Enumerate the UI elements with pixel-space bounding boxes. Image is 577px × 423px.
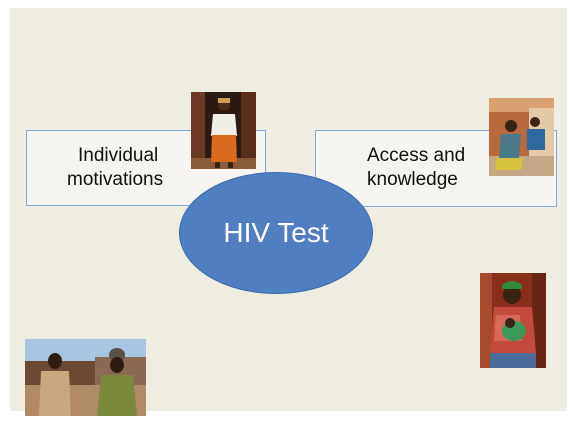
right-box-line-1: Access and bbox=[367, 145, 466, 166]
left-box-line-2: motivations bbox=[67, 169, 164, 190]
hiv-test-ellipse: HIV Test bbox=[179, 172, 373, 294]
woman-standing-photo bbox=[191, 92, 256, 169]
couple-photo bbox=[25, 339, 146, 416]
women-seated-photo bbox=[489, 98, 554, 176]
hiv-test-label: HIV Test bbox=[223, 217, 329, 248]
slide: Individual motivations Access and knowle… bbox=[10, 8, 567, 416]
left-box-line-1: Individual bbox=[78, 145, 159, 166]
woman-with-child-photo bbox=[480, 273, 546, 368]
right-box-line-2: knowledge bbox=[367, 169, 458, 190]
